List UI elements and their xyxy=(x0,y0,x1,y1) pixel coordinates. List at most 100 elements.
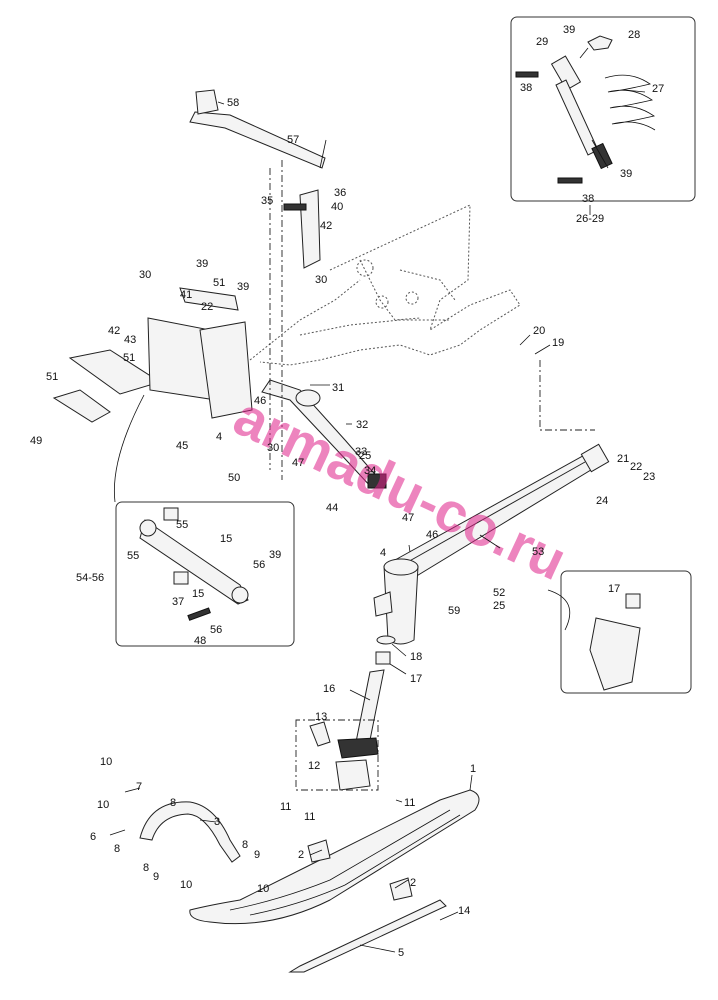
label-48: 48 xyxy=(194,635,206,647)
label-4: 4 xyxy=(380,547,386,559)
label-7: 7 xyxy=(136,781,142,793)
ski-1 xyxy=(189,789,480,925)
label-28: 28 xyxy=(628,29,640,41)
label-4: 4 xyxy=(216,431,222,443)
label-9: 9 xyxy=(153,871,159,883)
spindle-detail xyxy=(589,593,641,691)
mount-plate-left xyxy=(52,287,253,423)
label-20: 20 xyxy=(533,325,545,337)
label-25: 25 xyxy=(359,450,371,462)
label-24: 24 xyxy=(596,495,608,507)
label-30: 30 xyxy=(267,442,279,454)
label-50: 50 xyxy=(228,472,240,484)
sleeve-13 xyxy=(309,721,331,747)
ski-loop-3 xyxy=(139,801,241,863)
label-39: 39 xyxy=(620,168,632,180)
label-44: 44 xyxy=(326,502,338,514)
label-59: 59 xyxy=(448,605,460,617)
label-11: 11 xyxy=(304,811,315,823)
label-10: 10 xyxy=(97,799,109,811)
label-23: 23 xyxy=(643,471,655,483)
label-10: 10 xyxy=(100,756,112,768)
label-3: 3 xyxy=(214,816,220,828)
vertical-bracket-40 xyxy=(283,189,321,269)
label-30: 30 xyxy=(315,274,327,286)
label-46: 46 xyxy=(254,395,266,407)
label-51: 51 xyxy=(213,277,225,289)
label-39: 39 xyxy=(196,258,208,270)
label-15: 15 xyxy=(220,533,232,545)
label-33: 33 xyxy=(355,446,367,458)
label-45: 45 xyxy=(176,440,188,452)
support-bar-57 xyxy=(189,111,326,169)
label-35: 35 xyxy=(261,195,273,207)
label-31: 31 xyxy=(332,382,344,394)
label-22: 22 xyxy=(201,301,213,313)
label-52: 52 xyxy=(493,587,505,599)
label-49: 49 xyxy=(30,435,42,447)
label-55: 55 xyxy=(176,519,188,531)
label-36: 36 xyxy=(334,187,346,199)
label-29: 29 xyxy=(536,36,548,48)
label-32: 32 xyxy=(356,419,368,431)
label-19: 19 xyxy=(552,337,564,349)
washer-18 xyxy=(376,635,396,645)
spacer-12 xyxy=(335,759,371,791)
label-25: 25 xyxy=(493,600,505,612)
shock-spring xyxy=(604,74,656,131)
label-51: 51 xyxy=(123,352,135,364)
label-39: 39 xyxy=(237,281,249,293)
label-53: 53 xyxy=(532,546,544,558)
label-56: 56 xyxy=(210,624,222,636)
label-37: 37 xyxy=(172,596,184,608)
label-13: 13 xyxy=(315,711,327,723)
label-6: 6 xyxy=(90,831,96,843)
label-42: 42 xyxy=(108,325,120,337)
label-40: 40 xyxy=(331,201,343,213)
bolt-38-upper xyxy=(515,71,539,78)
label-47: 47 xyxy=(292,457,304,469)
label-47: 47 xyxy=(402,512,414,524)
label-56: 56 xyxy=(253,559,265,571)
shock-bracket-28 xyxy=(587,35,613,51)
label-42: 42 xyxy=(320,220,332,232)
spindle-16 xyxy=(337,669,385,759)
label-17: 17 xyxy=(410,673,422,685)
part-labels: 1 2 2 3 4 4 5 6 7 8 8 8 8 9 9 10 10 10 1… xyxy=(30,24,664,959)
label-5: 5 xyxy=(398,947,404,959)
label-46: 46 xyxy=(426,529,438,541)
label-12: 12 xyxy=(308,760,320,772)
label-39: 39 xyxy=(269,549,281,561)
label-16: 16 xyxy=(323,683,335,695)
steering-column xyxy=(261,379,387,489)
label-11: 11 xyxy=(404,797,415,809)
label-38: 38 xyxy=(582,193,594,205)
label-27: 27 xyxy=(652,83,664,95)
label-34: 34 xyxy=(364,465,376,477)
label-21: 21 xyxy=(617,453,629,465)
label-54-56: 54-56 xyxy=(76,572,104,584)
label-51: 51 xyxy=(46,371,58,383)
label-11: 11 xyxy=(280,801,291,813)
bolt-38-lower xyxy=(557,177,583,184)
label-10: 10 xyxy=(180,879,192,891)
label-8: 8 xyxy=(143,862,149,874)
label-39: 39 xyxy=(563,24,575,36)
label-43: 43 xyxy=(124,334,136,346)
label-41: 41 xyxy=(180,289,192,301)
label-38: 38 xyxy=(520,82,532,94)
leader-lines xyxy=(109,47,646,953)
label-55: 55 xyxy=(127,550,139,562)
label-9: 9 xyxy=(254,849,260,861)
alignment-lines xyxy=(114,160,595,791)
label-1: 1 xyxy=(470,763,476,775)
label-8: 8 xyxy=(170,797,176,809)
label-14: 14 xyxy=(458,905,470,917)
label-58: 58 xyxy=(227,97,239,109)
bracket-58 xyxy=(195,89,219,115)
label-30: 30 xyxy=(139,269,151,281)
label-2: 2 xyxy=(298,849,304,861)
wear-bar-5 xyxy=(288,899,447,973)
label-57: 57 xyxy=(287,134,299,146)
